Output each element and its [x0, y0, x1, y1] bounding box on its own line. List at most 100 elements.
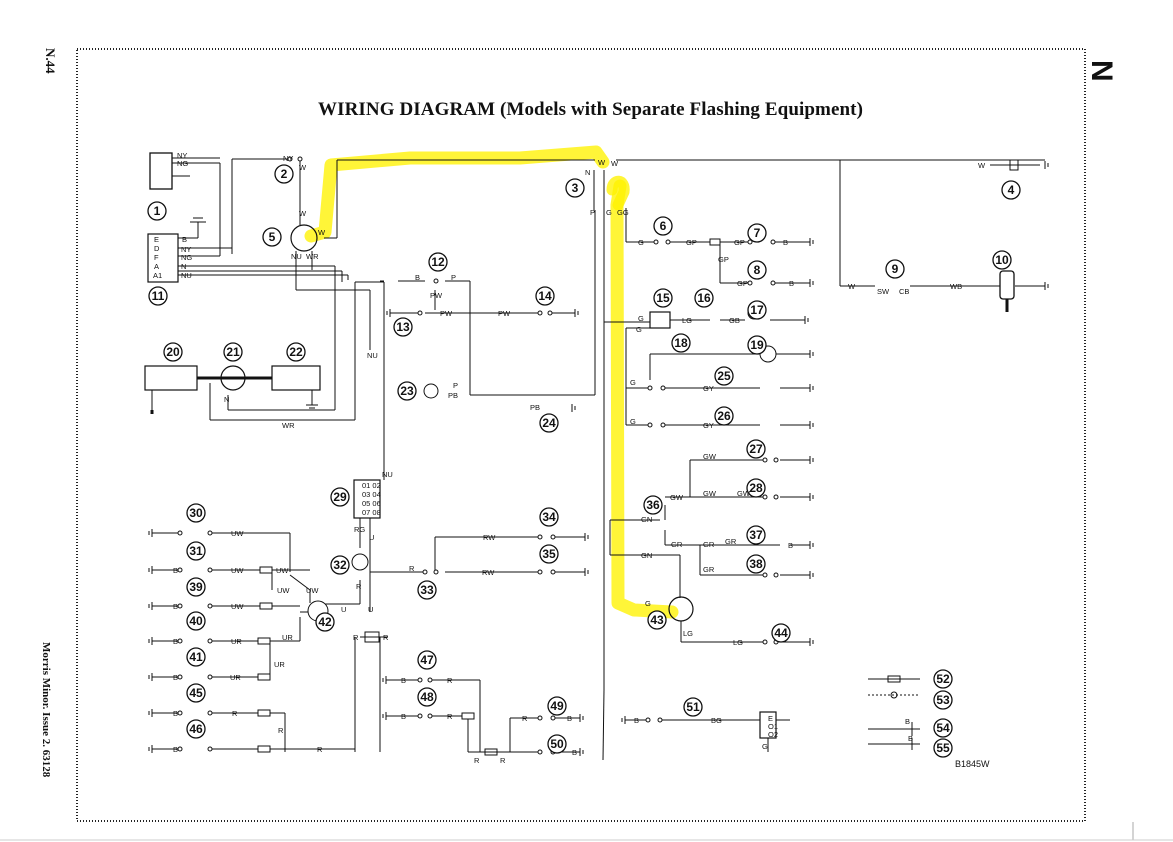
wire-label-ign-w: W	[299, 209, 307, 218]
component-callout-1: 1	[147, 201, 167, 221]
component-number-40: 40	[189, 614, 203, 628]
wire-label-c12-p: P	[451, 273, 456, 282]
component-callout-14: 14	[535, 286, 555, 306]
component-callout-5: 5	[262, 227, 282, 247]
wire-label-c44-lg: LG	[733, 638, 743, 647]
component-callout-6: 6	[653, 216, 673, 236]
component-callout-22: 22	[286, 342, 306, 362]
component-number-38: 38	[749, 557, 763, 571]
component-number-25: 25	[717, 369, 731, 383]
component-number-48: 48	[420, 690, 434, 704]
component-number-53: 53	[936, 693, 950, 707]
wire-label-reg-a1: A1	[153, 271, 162, 280]
wire-label-c6-g: G	[638, 238, 644, 247]
wire-label-c45-b: B	[173, 709, 178, 718]
component-callout-44: 44	[771, 623, 791, 643]
wire-label-reg-ng: NG	[181, 253, 192, 262]
component-callout-47: 47	[417, 650, 437, 670]
wire-label-fuse-w-out: W	[611, 159, 619, 168]
highlighted-circuit	[304, 145, 679, 619]
component-number-13: 13	[396, 320, 410, 334]
wire-label-c29-t1: 01 02	[362, 481, 381, 490]
wire-label-c50-r2: R	[500, 756, 506, 765]
component-number-41: 41	[189, 650, 203, 664]
wire-label-horn-w: W	[978, 161, 986, 170]
component-callout-41: 41	[186, 647, 206, 667]
component-number-44: 44	[774, 626, 788, 640]
component-number-54: 54	[936, 721, 950, 735]
wire-label-c7-b: B	[783, 238, 788, 247]
wire-label-c24-pb: PB	[530, 403, 540, 412]
wire-label-c35-rw: RW	[482, 568, 495, 577]
component-number-4: 4	[1008, 183, 1015, 197]
wire-label-k54-b: B	[905, 717, 910, 726]
wire-label-fuse-gg: GG	[617, 208, 629, 217]
component-number-52: 52	[936, 672, 950, 686]
component-number-16: 16	[697, 291, 711, 305]
wire-label-c50-r: R	[474, 756, 480, 765]
component-number-36: 36	[646, 498, 660, 512]
component-number-26: 26	[717, 409, 731, 423]
diagram-title: WIRING DIAGRAM (Models with Separate Fla…	[318, 99, 864, 120]
wire-label-c25-gy: GY	[703, 384, 714, 393]
wire-label-c51-o1: O1	[768, 722, 778, 731]
component-number-17: 17	[750, 303, 764, 317]
wire-label-c9-w: W	[848, 282, 856, 291]
wire-label-c33-r: R	[409, 564, 415, 573]
wire-label-c42-r2: R	[383, 633, 389, 642]
wire-label-fuse-w-in: W	[598, 158, 606, 167]
wire-label-c21-wr: WR	[282, 421, 295, 430]
component-number-34: 34	[542, 510, 556, 524]
component-number-5: 5	[269, 230, 276, 244]
wire-label-c38-gr: GR	[703, 565, 715, 574]
component-number-14: 14	[538, 289, 552, 303]
wire-label-c29-nu: NU	[382, 470, 393, 479]
component-callout-12: 12	[428, 252, 448, 272]
component-number-8: 8	[754, 263, 761, 277]
component-number-46: 46	[189, 722, 203, 736]
wire-label-c21-n: N	[224, 395, 229, 404]
component-number-6: 6	[660, 219, 667, 233]
component-callout-34: 34	[539, 507, 559, 527]
component-number-7: 7	[754, 226, 761, 240]
wire-label-c46-r2: R	[278, 726, 284, 735]
wire-label-c47-r: R	[447, 676, 453, 685]
component-callout-46: 46	[186, 719, 206, 739]
wire-label-ign-in: W	[318, 228, 326, 237]
wire-label-c23-p: P	[453, 381, 458, 390]
component-callout-32: 32	[330, 555, 350, 575]
wire-label-c42-r: R	[353, 633, 359, 642]
component-callout-39: 39	[186, 577, 206, 597]
component-callout-29: 29	[330, 487, 350, 507]
component-callout-31: 31	[186, 541, 206, 561]
wire-label-reg-n: N	[181, 262, 186, 271]
wire-label-gen-ng: NG	[177, 159, 188, 168]
component-number-49: 49	[550, 699, 564, 713]
wiring-lines	[144, 152, 1045, 761]
wire-label-c29-t4: 07 08	[362, 508, 381, 517]
wire-label-c41-ur: UR	[230, 673, 241, 682]
wire-label-k54-b2: B	[908, 734, 913, 743]
wire-label-c28-gw: GW	[737, 489, 751, 498]
wire-label-c32-u: U	[368, 605, 373, 614]
component-callout-18: 18	[671, 333, 691, 353]
wire-label-reg-ny: NY	[181, 245, 191, 254]
drawing-reference: B1845W	[955, 759, 990, 769]
wire-label-c9-cb: CB	[899, 287, 909, 296]
component-callout-25: 25	[714, 366, 734, 386]
wire-label-c49-b: B	[567, 714, 572, 723]
component-callout-51: 51	[683, 697, 703, 717]
component-callout-45: 45	[186, 683, 206, 703]
wire-label-c51-e: E	[768, 714, 773, 723]
component-number-42: 42	[318, 615, 332, 629]
component-number-18: 18	[674, 336, 688, 350]
component-callout-49: 49	[547, 696, 567, 716]
highlight-return-trace	[610, 179, 679, 619]
wire-label-reg-f: F	[154, 253, 159, 262]
wire-label-c9-sw: SW	[877, 287, 890, 296]
component-callout-52: 52	[933, 669, 953, 689]
component-callout-48: 48	[417, 687, 437, 707]
component-number-55: 55	[936, 741, 950, 755]
